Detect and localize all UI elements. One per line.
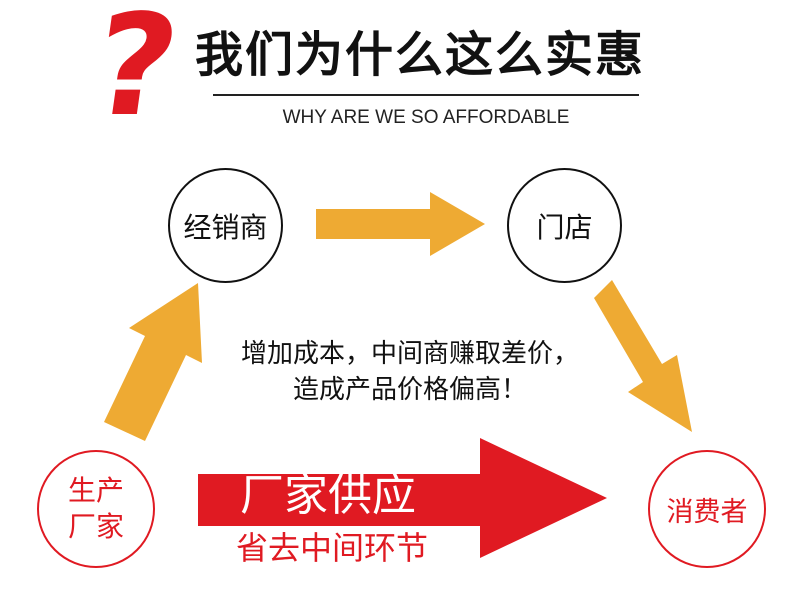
arrow-factory-to-consumer	[198, 438, 607, 558]
node-consumer-label: 消费者	[666, 496, 748, 528]
node-consumer: 消费者	[648, 450, 766, 568]
page-title: 我们为什么这么实惠	[195, 27, 646, 83]
arrow-factory-to-distributor	[104, 283, 202, 441]
node-distributor: 经销商	[168, 168, 283, 283]
node-factory: 生产 厂家	[37, 450, 155, 568]
node-distributor-label: 经销商	[183, 210, 268, 244]
node-store-label: 门店	[536, 210, 593, 244]
title-divider	[213, 94, 639, 96]
arrow-distributor-to-store	[316, 192, 485, 256]
middleman-explanation: 增加成本，中间商赚取差价， 造成产品价格偏高！	[200, 336, 620, 416]
node-factory-label-line1: 生产	[67, 474, 124, 507]
direct-supply-label: 厂家供应	[240, 470, 416, 521]
arrow-store-to-consumer	[594, 280, 692, 432]
middleman-explanation-line1: 增加成本，中间商赚取差价，	[240, 339, 579, 369]
page-subtitle: WHY ARE WE SO AFFORDABLE	[282, 107, 570, 128]
node-store: 门店	[507, 168, 622, 283]
middleman-explanation-line2: 造成产品价格偏高！	[292, 375, 527, 405]
direct-supply-sublabel: 省去中间环节	[236, 529, 429, 567]
node-factory-label-line2: 厂家	[67, 510, 124, 543]
